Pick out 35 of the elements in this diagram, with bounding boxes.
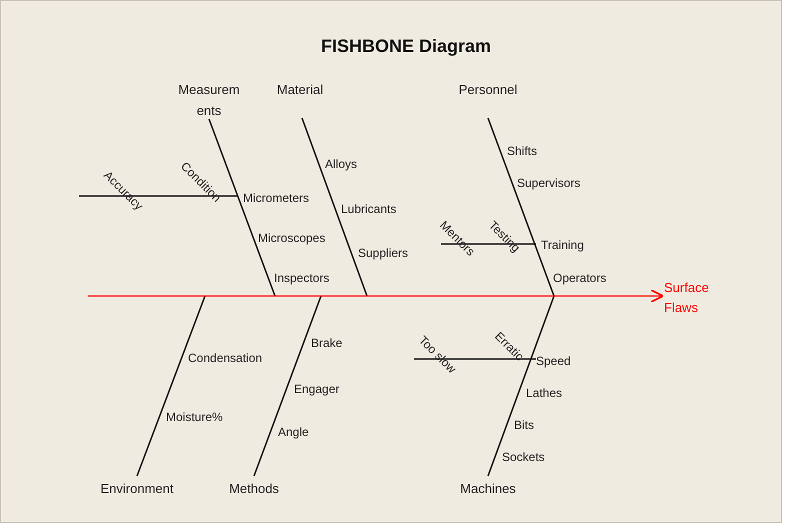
cause-label: Suppliers bbox=[358, 246, 408, 260]
bone-line bbox=[487, 296, 555, 476]
cause-label: Inspectors bbox=[274, 271, 330, 285]
cause-label: Angle bbox=[278, 425, 309, 439]
cause-label: Microscopes bbox=[258, 231, 326, 245]
cause-label: Supervisors bbox=[517, 176, 580, 190]
cause-label: Brake bbox=[311, 336, 342, 350]
spine-arrow bbox=[88, 289, 664, 303]
cause-label: Engager bbox=[294, 382, 340, 396]
cause-label: Sockets bbox=[502, 450, 545, 464]
cause-label: Micrometers bbox=[243, 191, 310, 205]
cause-label: Operators bbox=[553, 271, 606, 285]
bone-line bbox=[487, 118, 555, 296]
cause-label: Shifts bbox=[507, 144, 538, 158]
cause-label: Condensation bbox=[188, 351, 262, 365]
category-label: Environment bbox=[91, 478, 183, 499]
cause-label: Bits bbox=[514, 418, 534, 432]
cause-label: Speed bbox=[536, 354, 571, 368]
cause-label: Alloys bbox=[325, 157, 358, 171]
effect-label: Surface Flaws bbox=[664, 278, 716, 318]
cause-label: Lubricants bbox=[341, 202, 396, 216]
category-label: Methods bbox=[223, 478, 285, 499]
bone-line bbox=[208, 118, 276, 296]
bone-line bbox=[136, 296, 206, 476]
sub-cause-label: Too slow bbox=[416, 333, 459, 376]
bone-line bbox=[301, 118, 368, 296]
category-label: Measurem ents bbox=[169, 79, 249, 121]
cause-label: Training bbox=[541, 238, 584, 252]
diagram-title: FISHBONE Diagram bbox=[320, 36, 492, 57]
category-label: Material bbox=[269, 79, 331, 100]
category-label: Machines bbox=[453, 478, 523, 499]
cause-label: Moisture% bbox=[166, 410, 223, 424]
cause-label: Lathes bbox=[526, 386, 562, 400]
category-label: Personnel bbox=[453, 79, 523, 100]
bone-line bbox=[253, 296, 322, 476]
